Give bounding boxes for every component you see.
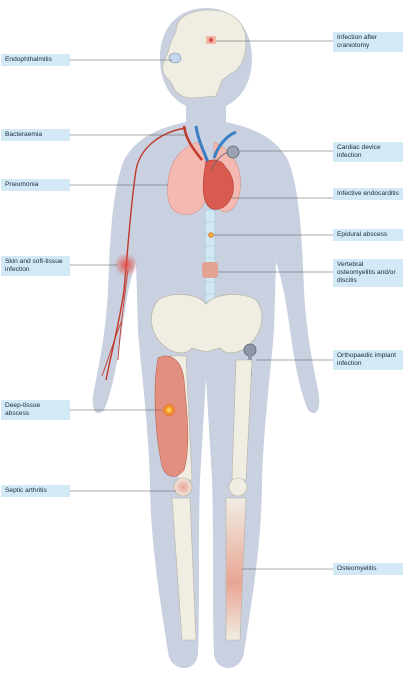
left-tibia <box>171 497 197 641</box>
vessels <box>182 125 237 163</box>
right-knee <box>228 477 248 497</box>
spine <box>202 209 218 303</box>
label-osteomyelitis: Osteomyelitis <box>333 563 403 575</box>
right-tibia <box>225 497 247 641</box>
knee-infection-glow <box>173 477 193 497</box>
label-septic-arthritis: Septic arthritis <box>1 485 70 497</box>
label-vertebral-osteomyelitis: Vertebral osteomyelitis and/or discitis <box>333 259 403 287</box>
label-endophthalmitis: Endophthalmitis <box>1 54 70 66</box>
label-bacteraemia: Bacteraemia <box>1 129 70 141</box>
cardiac-device <box>211 145 240 171</box>
label-pneumonia: Pneumonia <box>1 179 70 191</box>
heart <box>202 159 234 210</box>
label-deep-tissue-abscess: Deep-tissue abscess <box>1 400 70 420</box>
label-infective-endocarditis: Infective endocarditis <box>333 188 403 200</box>
arm-artery <box>105 127 187 381</box>
arm-artery-branch <box>101 269 129 377</box>
abscess-marker <box>163 404 175 416</box>
thigh-muscle <box>154 355 189 477</box>
label-cardiac-device-infection: Cardiac device infection <box>333 142 403 162</box>
leader-lines <box>70 40 333 570</box>
label-infection-after-craniotomy: Infection after craniotomy <box>333 32 403 52</box>
label-skin-soft-tissue: Skin and soft-tissue infection <box>1 256 70 276</box>
skin-infection-glow <box>114 253 138 277</box>
label-orthopaedic-implant-infection: Orthopaedic implant infection <box>333 350 403 370</box>
right-femur <box>231 359 253 481</box>
skull <box>162 9 247 99</box>
label-epidural-abscess: Epidural abscess <box>333 229 403 241</box>
pelvis <box>151 294 263 354</box>
